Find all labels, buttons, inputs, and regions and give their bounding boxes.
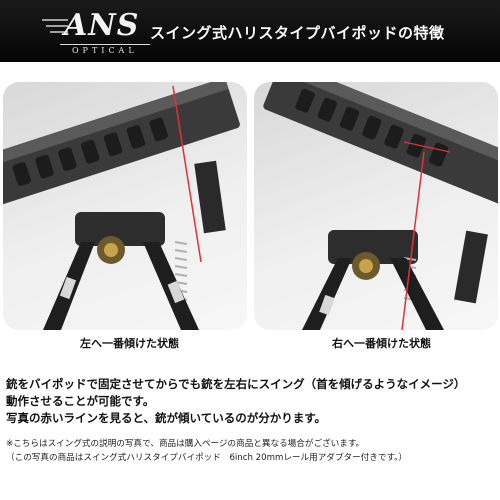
page-title: スイング式ハリスタイプバイポッドの特徴 <box>150 24 445 42</box>
bipod-left-illustration <box>3 82 240 330</box>
bipod-right-illustration <box>263 82 498 330</box>
note-line: （この写真の商品はスイング式ハリスタイプバイポッド 6inch 20mmレール用… <box>6 453 408 463</box>
description-line: 写真の赤いラインを見ると、銃が傾いているのが分かります。 <box>6 411 327 425</box>
note-line: ※こちらはスイング式の説明の写真で、商品は購入ページの商品と異なる場合がございま… <box>6 439 365 449</box>
caption-right: 右へ一番傾けた状態 <box>332 337 431 350</box>
photo-tilted-right <box>254 82 498 330</box>
disclaimer-note: ※こちらはスイング式の説明の写真で、商品は購入ページの商品と異なる場合がございま… <box>6 437 496 465</box>
description-line: 動作させることが可能です。 <box>6 394 155 408</box>
logo-speed-lines-icon <box>42 19 68 33</box>
caption-left: 左へ一番傾けた状態 <box>80 337 179 350</box>
logo-divider <box>60 44 150 45</box>
description-line: 銃をバイポッドで固定させてからでも銃を左右にスイング（首を傾げるようなイメージ） <box>6 377 466 391</box>
photo-tilted-left <box>3 82 247 330</box>
brand-logo-sub: OPTICAL <box>72 46 138 55</box>
header-banner: ANS OPTICAL スイング式ハリスタイプバイポッドの特徴 <box>0 0 500 62</box>
description-text: 銃をバイポッドで固定させてからでも銃を左右にスイング（首を傾げるようなイメージ）… <box>6 376 496 427</box>
brand-logo: ANS <box>64 8 140 43</box>
